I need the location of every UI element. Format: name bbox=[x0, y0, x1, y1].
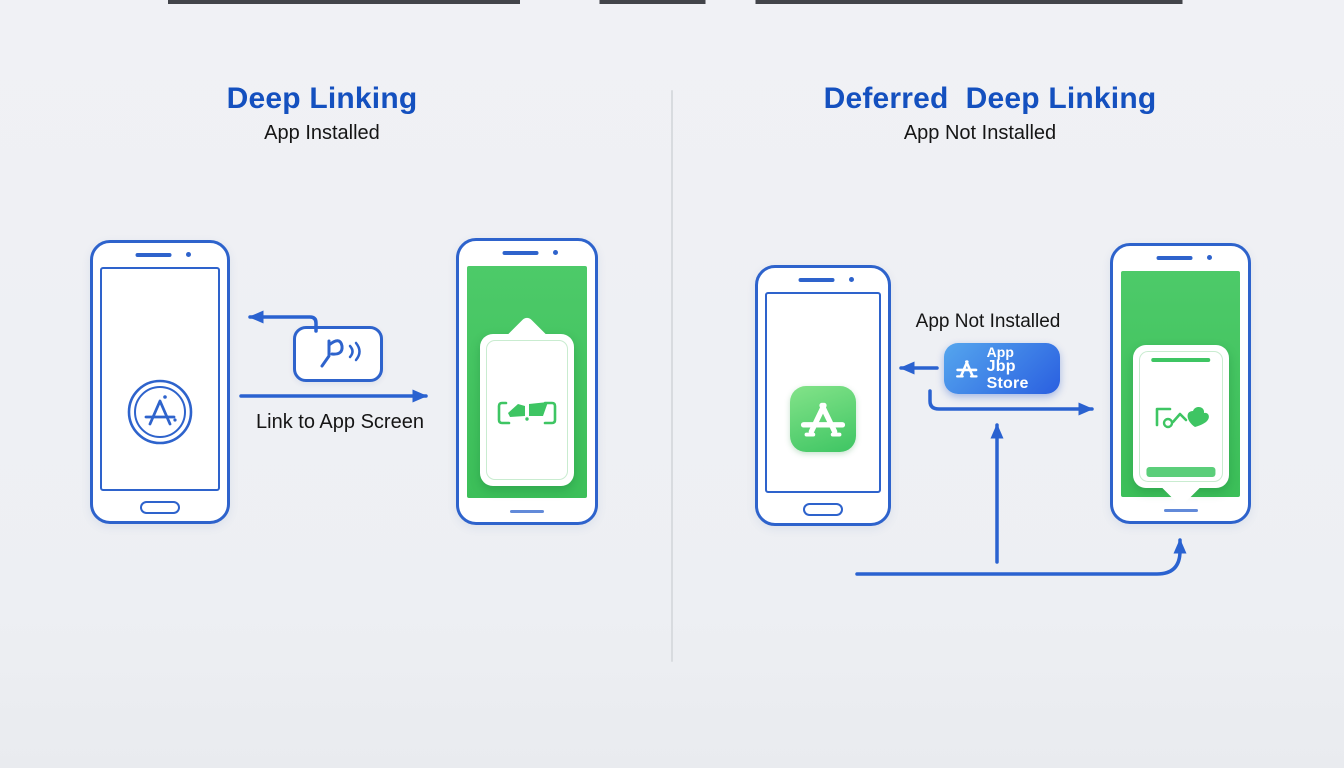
link-to-app-screen-label: Link to App Screen bbox=[256, 411, 424, 433]
phone-speaker bbox=[798, 278, 835, 282]
deep-link-box bbox=[293, 326, 383, 382]
app-store-outline-icon bbox=[127, 379, 193, 445]
phone-speaker bbox=[1156, 256, 1193, 260]
phone-screen-green bbox=[467, 266, 587, 498]
phone-home-indicator bbox=[510, 509, 544, 513]
hand-heart-icon bbox=[1155, 406, 1209, 428]
badge-text: App Jbp Store bbox=[987, 345, 1052, 392]
left-section-title: Deep Linking bbox=[226, 82, 418, 115]
phone-speaker bbox=[502, 251, 539, 255]
phone-source-right bbox=[755, 265, 891, 526]
app-not-installed-label: App Not Installed bbox=[915, 311, 1061, 332]
phone-screen-green bbox=[1121, 271, 1240, 497]
app-screen-card bbox=[1132, 345, 1229, 488]
badge-line-2: Jbp Store bbox=[986, 358, 1029, 392]
top-edge-artifact bbox=[0, 0, 1344, 4]
card-header-line bbox=[1150, 358, 1211, 362]
phone-source-left bbox=[90, 240, 230, 524]
app-store-green-icon bbox=[790, 386, 856, 452]
right-section-title: Deferred Deep Linking bbox=[823, 82, 1157, 115]
phone-target-left bbox=[456, 238, 598, 525]
right-section-subtitle: App Not Installed bbox=[903, 122, 1057, 144]
app-store-glyph-icon bbox=[956, 359, 978, 377]
phone-camera-dot bbox=[1206, 255, 1212, 260]
phone-speaker bbox=[135, 253, 172, 257]
phone-screen bbox=[100, 267, 220, 491]
phone-camera-dot bbox=[186, 252, 191, 257]
arrow-bottom-elbow-to-phone bbox=[855, 538, 1187, 576]
badge-line-1: App bbox=[986, 344, 1014, 361]
phone-home-button bbox=[140, 501, 180, 514]
phone-home-indicator bbox=[1163, 508, 1198, 512]
app-store-badge: App Jbp Store bbox=[944, 343, 1060, 394]
deep-link-tap-icon bbox=[320, 339, 361, 368]
card-footer-bar bbox=[1145, 467, 1216, 477]
phone-home-button bbox=[803, 503, 843, 516]
left-section-subtitle: App Installed bbox=[264, 122, 380, 144]
shopping-cart-icon bbox=[497, 401, 557, 425]
phone-camera-dot bbox=[553, 250, 558, 255]
phone-target-right bbox=[1110, 243, 1251, 524]
app-screen-card bbox=[480, 334, 574, 486]
section-divider bbox=[671, 90, 673, 662]
phone-camera-dot bbox=[849, 277, 854, 282]
phone-screen bbox=[765, 292, 881, 493]
